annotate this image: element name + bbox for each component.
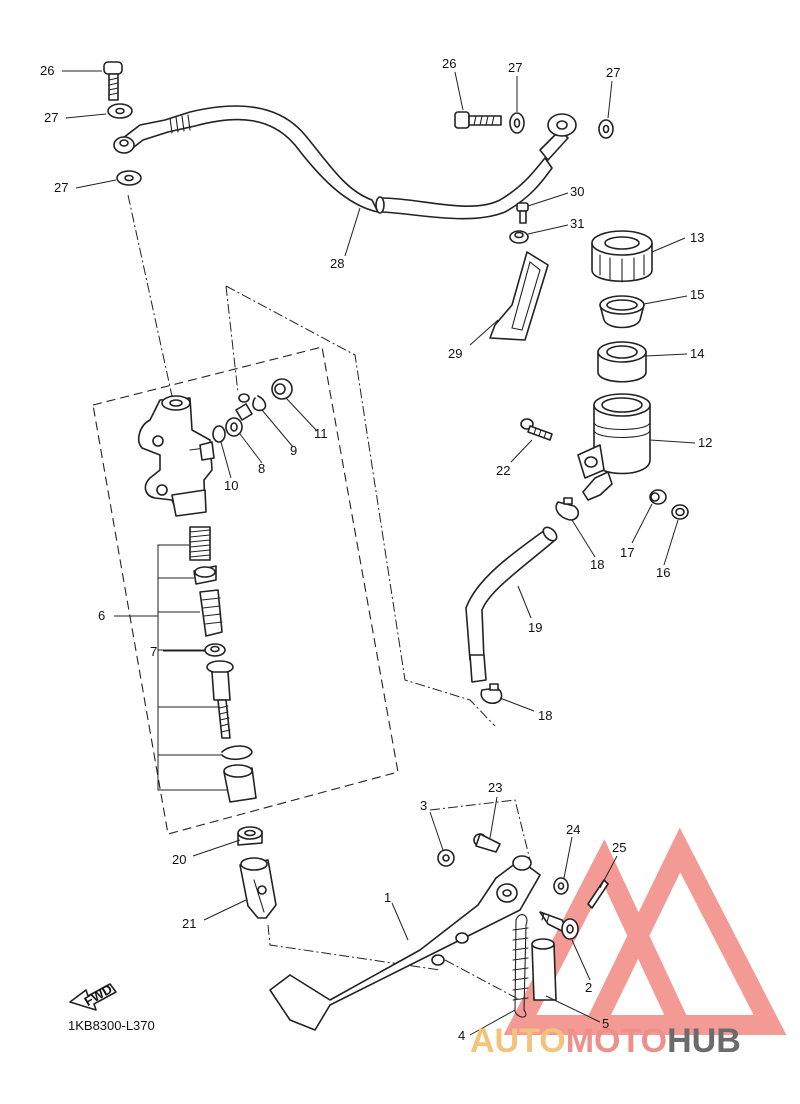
callout-11: 11 [314, 426, 328, 441]
cylinder-kit-6 [157, 526, 257, 803]
alignment-line [444, 959, 521, 1001]
callout-1: 1 [384, 890, 391, 905]
callout-27: 27 [44, 110, 58, 125]
alignment-line [225, 285, 239, 394]
callout-6: 6 [98, 608, 105, 623]
callout-5: 5 [602, 1016, 609, 1031]
callout-18: 18 [590, 557, 604, 572]
assembly-outline [92, 346, 399, 835]
callout-30: 30 [570, 184, 584, 199]
spring-4 [512, 914, 529, 1018]
callout-28: 28 [330, 256, 344, 271]
callout-22: 22 [496, 463, 510, 478]
grommet-11 [271, 378, 293, 400]
callout-13: 13 [690, 230, 704, 245]
callout-20: 20 [172, 852, 186, 867]
o-ring-10 [212, 425, 226, 443]
watermark-logo-icon [503, 827, 787, 1035]
callout-31: 31 [570, 216, 584, 231]
callout-4: 4 [458, 1028, 465, 1043]
washer-hole [602, 124, 610, 134]
hose-joint-8 [225, 393, 253, 437]
callout-3: 3 [420, 798, 427, 813]
callout-27: 27 [606, 65, 620, 80]
reservoir-12 [577, 393, 651, 501]
plate-15 [599, 295, 645, 329]
circlip-9 [252, 395, 267, 412]
screw-22 [520, 418, 553, 441]
alignment-line [429, 799, 531, 861]
callout-15: 15 [690, 287, 704, 302]
callout-8: 8 [258, 461, 265, 476]
bracket-29 [489, 251, 549, 341]
callout-27: 27 [508, 60, 522, 75]
reservoir-cap-13 [591, 230, 653, 283]
clip-18-lower [480, 683, 503, 705]
washer-hole [124, 174, 134, 182]
bolt-26-left [103, 61, 123, 101]
washer-hole [115, 107, 125, 115]
callout-2: 2 [585, 980, 592, 995]
callout-26: 26 [442, 56, 456, 71]
grommet-17 [649, 489, 667, 505]
callout-16: 16 [656, 565, 670, 580]
watermark-part-moto: MOTO [566, 1022, 667, 1060]
brake-hose-28 [113, 105, 577, 220]
callout-29: 29 [448, 346, 462, 361]
callout-numbers: 26 27 27 26 27 27 28 30 31 29 13 15 14 1… [40, 56, 712, 1043]
hose-19 [465, 526, 558, 683]
callout-27: 27 [54, 180, 68, 195]
nut-20 [237, 826, 263, 846]
callout-24: 24 [566, 822, 580, 837]
fwd-arrow-icon: FWD [69, 981, 117, 1011]
collar-5 [531, 938, 557, 1001]
callout-23: 23 [488, 780, 502, 795]
clip-18-upper [555, 497, 580, 521]
callout-9: 9 [290, 443, 297, 458]
bolt-30 [516, 202, 529, 224]
washer-hole [557, 882, 565, 890]
callout-12: 12 [698, 435, 712, 450]
bolt-26-right [454, 111, 502, 129]
diagram-code: 1KB8300-L370 [68, 1018, 155, 1033]
washer-hole [513, 118, 521, 128]
shaft-2 [539, 911, 579, 940]
watermark-part-auto: AUTO [470, 1022, 566, 1060]
collar-31 [509, 230, 529, 244]
leader-lines [62, 70, 696, 1036]
cotter-pin-25 [587, 879, 609, 909]
callout-21: 21 [182, 916, 196, 931]
alignment-line [267, 924, 441, 971]
alignment-line [225, 285, 496, 727]
callout-26: 26 [40, 63, 54, 78]
watermark-text: AUTOMOTOHUB [470, 1022, 741, 1060]
watermark-part-hub: HUB [667, 1022, 741, 1060]
pin-23 [473, 833, 501, 853]
callout-25: 25 [612, 840, 626, 855]
diaphragm-14 [597, 341, 647, 383]
master-cylinder-body [138, 395, 215, 517]
washer-hole [442, 854, 450, 862]
brake-pedal-1 [269, 855, 541, 1031]
callout-10: 10 [224, 478, 238, 493]
callout-7: 7 [150, 644, 157, 659]
callout-18: 18 [538, 708, 552, 723]
callout-14: 14 [690, 346, 704, 361]
clevis-21 [239, 857, 277, 919]
alignment-line [127, 194, 173, 397]
callout-17: 17 [620, 545, 634, 560]
cap-16 [671, 504, 689, 520]
callout-19: 19 [528, 620, 542, 635]
